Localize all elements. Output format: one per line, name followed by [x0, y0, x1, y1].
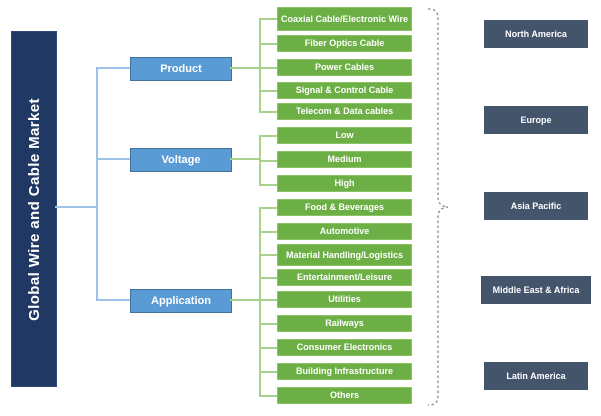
leaf-node[interactable]: Fiber Optics Cable: [277, 35, 412, 52]
leaf-label: Entertainment/Leisure: [296, 272, 393, 283]
region-node[interactable]: Latin America: [484, 362, 588, 390]
connector-voltage-leaf-2: [259, 160, 277, 162]
leaf-label: Power Cables: [314, 62, 375, 73]
leaf-label: Building Infrastructure: [295, 366, 393, 377]
leaf-label: Coaxial Cable/Electronic Wire: [281, 13, 408, 24]
leaf-node[interactable]: Low: [277, 127, 412, 144]
region-label: Europe: [520, 115, 552, 125]
connector-product-leaf-5: [259, 111, 277, 113]
connector-product-leaf-1: [259, 18, 277, 20]
leaf-node[interactable]: Building Infrastructure: [277, 363, 412, 380]
leaf-node[interactable]: Power Cables: [277, 59, 412, 76]
connector-application-stem: [230, 299, 260, 301]
leaf-label: Food & Beverages: [304, 202, 385, 213]
leaf-node[interactable]: Coaxial Cable/Electronic Wire: [277, 7, 412, 31]
category-label: Product: [160, 63, 202, 75]
category-node-voltage[interactable]: Voltage: [130, 148, 232, 172]
connector-application-leaf-7: [259, 347, 277, 349]
connector-application-leaf-9: [259, 395, 277, 397]
connector-product-leaf-2: [259, 43, 277, 45]
leaf-label: Telecom & Data cables: [295, 106, 394, 117]
category-node-application[interactable]: Application: [130, 289, 232, 313]
leaf-node[interactable]: Entertainment/Leisure: [277, 269, 412, 286]
connector-application-leaf-2: [259, 231, 277, 233]
category-label: Application: [151, 295, 211, 307]
leaf-node[interactable]: High: [277, 175, 412, 192]
region-label: Asia Pacific: [510, 201, 562, 211]
connector-application-leaf-3: [259, 254, 277, 256]
connector-product-leaf-3: [259, 67, 277, 69]
connector-application-leaf-5: [259, 299, 277, 301]
leaf-label: Medium: [327, 154, 362, 165]
leaf-label: Automotive: [319, 226, 370, 237]
leaf-node[interactable]: Material Handling/Logistics: [277, 244, 412, 266]
connector-product-stem: [230, 67, 260, 69]
region-label: North America: [505, 29, 567, 39]
region-node[interactable]: North America: [484, 20, 588, 48]
leaf-label: High: [334, 178, 355, 189]
region-label: Latin America: [506, 371, 566, 381]
leaf-label: Low: [335, 130, 354, 141]
leaf-label: Utilities: [328, 294, 361, 305]
region-node[interactable]: Asia Pacific: [484, 192, 588, 220]
leaf-node[interactable]: Utilities: [277, 291, 412, 308]
leaf-node[interactable]: Consumer Electronics: [277, 339, 412, 356]
leaf-node[interactable]: Food & Beverages: [277, 199, 412, 216]
connector-branch-voltage: [96, 158, 131, 160]
connector-voltage-stem: [230, 158, 260, 160]
connector-application-leaf-6: [259, 323, 277, 325]
leaf-node[interactable]: Medium: [277, 151, 412, 168]
leaf-label: Railways: [325, 318, 364, 329]
connector-application-leaf-4: [259, 277, 277, 279]
connector-product-spine: [259, 18, 261, 111]
region-label: Middle East & Africa: [492, 285, 580, 295]
leaf-label: Signal & Control Cable: [295, 85, 394, 96]
connector-application-leaf-8: [259, 371, 277, 373]
region-node[interactable]: Europe: [484, 106, 588, 134]
region-node[interactable]: Middle East & Africa: [481, 276, 591, 304]
leaf-node[interactable]: Railways: [277, 315, 412, 332]
page-title: Global Wire and Cable Market: [25, 97, 43, 321]
connector-root-trunk: [55, 206, 97, 208]
leaf-node[interactable]: Signal & Control Cable: [277, 82, 412, 99]
leaf-label: Material Handling/Logistics: [285, 249, 404, 260]
leaf-node[interactable]: Telecom & Data cables: [277, 103, 412, 120]
category-node-product[interactable]: Product: [130, 57, 232, 81]
connector-branch-application: [96, 299, 131, 301]
leaf-label: Consumer Electronics: [296, 342, 393, 353]
leaf-label: Fiber Optics Cable: [304, 38, 385, 49]
leaf-node[interactable]: Others: [277, 387, 412, 404]
root-node-global-market: Global Wire and Cable Market: [11, 31, 57, 387]
connector-voltage-leaf-1: [259, 135, 277, 137]
dashed-brace-connector: [427, 8, 449, 406]
leaf-label: Others: [329, 390, 359, 401]
category-label: Voltage: [161, 154, 201, 166]
connector-product-leaf-4: [259, 90, 277, 92]
leaf-node[interactable]: Automotive: [277, 223, 412, 240]
connector-voltage-leaf-3: [259, 184, 277, 186]
connector-branch-product: [96, 67, 131, 69]
connector-blue-spine: [96, 67, 98, 301]
connector-application-spine: [259, 207, 261, 397]
connector-application-leaf-1: [259, 207, 277, 209]
